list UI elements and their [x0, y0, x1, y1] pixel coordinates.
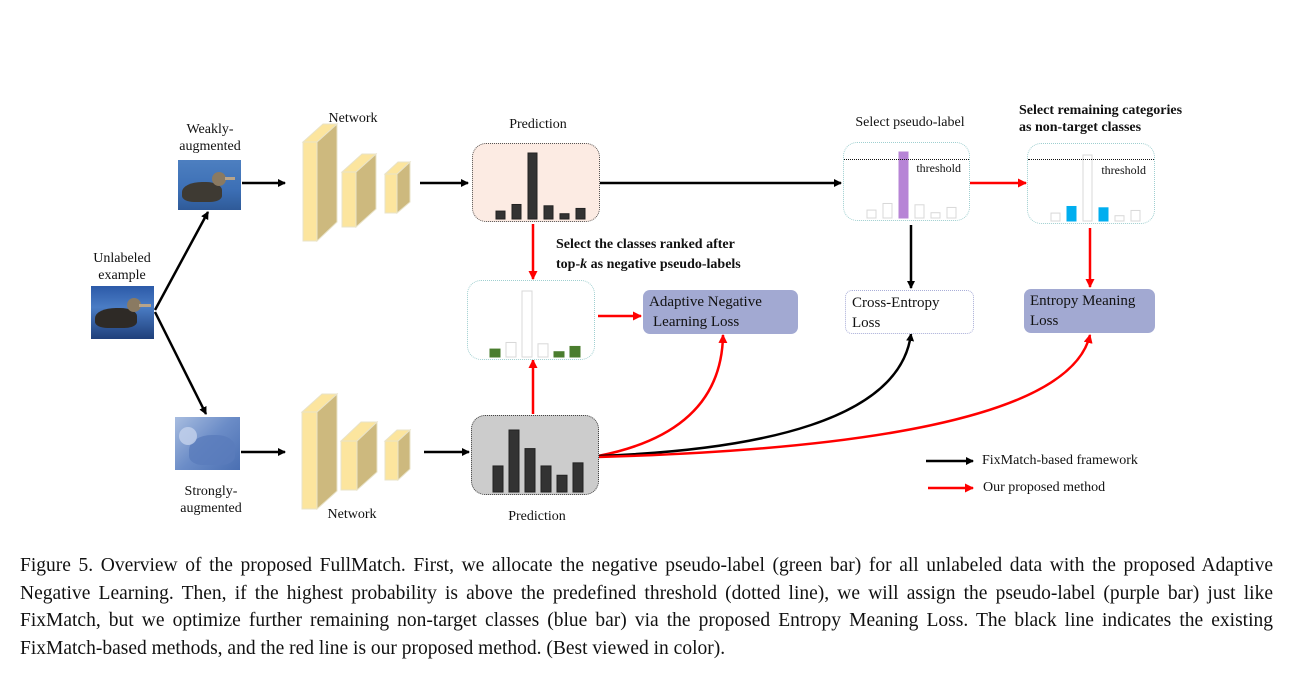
select-remaining-title: Select remaining categories as non-targe…	[1019, 102, 1182, 136]
negative-selection-bars	[489, 290, 581, 358]
unlabeled-line1: Unlabeled	[93, 251, 151, 266]
bars-nontarget-bar-2	[1082, 154, 1093, 222]
bars-pseudo-bar-3	[914, 204, 925, 219]
bars-nontarget-bar-4	[1114, 215, 1125, 222]
negative-selection-box	[467, 280, 595, 360]
weak-augmented-label: Weakly- augmented	[176, 121, 244, 155]
threshold-line-2	[1028, 159, 1154, 160]
ce-line2: Loss	[852, 315, 881, 331]
bars-neg-bar-1	[505, 341, 517, 358]
bars-neg-bar-2	[521, 290, 533, 358]
select-negative-line1: Select the classes ranked after	[556, 237, 735, 252]
curve-strong-to-ce	[597, 333, 915, 458]
unlabeled-label: Unlabeled example	[84, 250, 160, 284]
prediction-weak-bars	[495, 152, 586, 220]
bars-nontarget-bar-5	[1130, 209, 1141, 222]
threshold-label-2: threshold	[1101, 163, 1146, 177]
select-remaining-line2: as non-target classes	[1019, 120, 1142, 135]
legend-fixmatch: FixMatch-based framework	[982, 453, 1138, 468]
bars-strong-bar-3	[540, 465, 552, 493]
threshold-line-1	[844, 159, 969, 160]
unlabeled-example-image	[91, 286, 154, 339]
strong-augmented-image	[175, 417, 240, 470]
eml-line2: Loss	[1030, 313, 1059, 329]
bars-neg-bar-4	[553, 351, 565, 358]
strong-augmented-label: Strongly- augmented	[172, 483, 250, 517]
cross-entropy-loss: Cross-Entropy Loss	[845, 290, 974, 334]
curve-strong-to-anl	[597, 334, 728, 458]
network-bottom-label: Network	[327, 507, 377, 522]
bars-pseudo-bar-0	[866, 209, 877, 219]
bars-pseudo-bar-2	[898, 151, 909, 219]
select-remaining-line1: Select remaining categories	[1019, 103, 1183, 118]
weak-label-line1: Weakly-	[186, 122, 234, 137]
network-top-layer1-front	[302, 141, 318, 242]
bars-nontarget-bar-3	[1098, 207, 1109, 222]
non-target-bars	[1050, 154, 1141, 222]
bars-weak-bar-3	[543, 205, 554, 220]
prediction-top-label: Prediction	[509, 117, 567, 132]
bars-strong-bar-4	[556, 474, 568, 493]
anl-line2: Learning Loss	[653, 314, 740, 330]
prediction-strong-bars	[492, 429, 584, 493]
bars-pseudo-bar-5	[946, 206, 957, 219]
bars-strong-bar-2	[524, 448, 536, 493]
weak-augmented-image	[178, 160, 241, 210]
select-negative-k: k	[580, 257, 588, 272]
network-bottom	[300, 392, 412, 511]
curve-strong-to-eml	[597, 334, 1093, 459]
strong-label-line1: Strongly-	[184, 484, 238, 499]
bars-weak-bar-4	[559, 213, 570, 220]
bars-neg-bar-5	[569, 345, 581, 358]
figure-caption: Figure 5. Overview of the proposed FullM…	[20, 555, 1273, 659]
select-negative-pre: top-	[556, 257, 581, 272]
select-negative-line2: top-k as negative pseudo-labels	[556, 255, 741, 275]
bars-neg-bar-3	[537, 343, 549, 358]
bars-weak-bar-5	[575, 207, 586, 220]
bars-nontarget-bar-1	[1066, 205, 1077, 222]
arrow-unlabeled-to-strong	[153, 311, 208, 415]
strong-label-line2: augmented	[180, 501, 242, 516]
bars-strong-bar-1	[508, 429, 520, 493]
pseudo-label-box: threshold	[843, 142, 970, 221]
threshold-label-1: threshold	[916, 161, 961, 175]
non-target-box: threshold	[1027, 143, 1155, 224]
bars-pseudo-bar-1	[882, 202, 893, 219]
bars-strong-bar-0	[492, 465, 504, 493]
select-pseudo-label-title: Select pseudo-label	[855, 115, 965, 130]
ce-line1: Cross-Entropy	[852, 295, 940, 311]
bars-strong-bar-5	[572, 462, 584, 493]
adaptive-negative-learning-loss: Adaptive Negative Learning Loss	[643, 290, 798, 334]
prediction-strong-box	[471, 415, 599, 495]
network-top-layer1-side	[316, 122, 338, 243]
bars-weak-bar-1	[511, 203, 522, 220]
arrow-unlabeled-to-weak	[153, 211, 210, 311]
network-top	[301, 122, 412, 243]
select-negative-post: as negative pseudo-labels	[587, 257, 741, 272]
bars-pseudo-bar-4	[930, 212, 941, 219]
weak-label-line2: augmented	[179, 139, 241, 154]
legend-proposed: Our proposed method	[983, 480, 1106, 495]
pseudo-label-bars	[866, 151, 957, 219]
prediction-bottom-label: Prediction	[508, 509, 566, 524]
select-negative-title: Select the classes ranked after top-k as…	[556, 235, 741, 275]
network-top-label: Network	[328, 111, 378, 126]
eml-line1: Entropy Meaning	[1030, 293, 1136, 309]
bars-nontarget-bar-0	[1050, 212, 1061, 222]
bars-weak-bar-0	[495, 210, 506, 220]
prediction-weak-box	[472, 143, 600, 222]
bars-weak-bar-2	[527, 152, 538, 220]
anl-line1: Adaptive Negative	[649, 294, 762, 310]
entropy-meaning-loss: Entropy Meaning Loss	[1024, 289, 1155, 333]
unlabeled-line2: example	[98, 268, 146, 283]
bars-neg-bar-0	[489, 348, 501, 358]
